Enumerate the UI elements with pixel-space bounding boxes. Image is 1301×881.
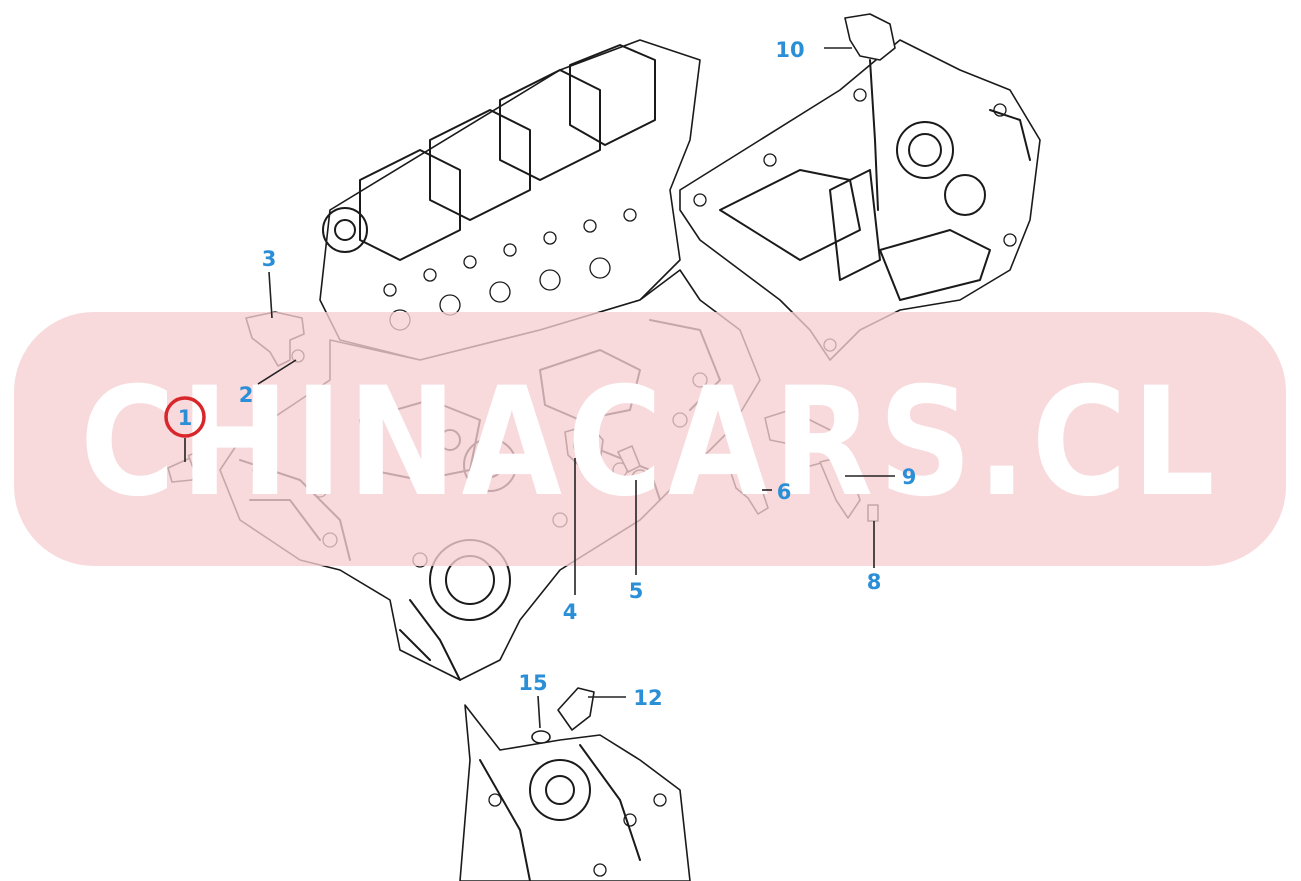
label-part-3[interactable]: 3 xyxy=(262,247,277,271)
intake-manifold-drawing xyxy=(679,39,1041,361)
part-12-sensor[interactable] xyxy=(557,687,595,731)
label-part-8[interactable]: 8 xyxy=(867,570,882,594)
watermark-band xyxy=(14,312,1286,566)
watermark: CHINACARS.CL xyxy=(14,312,1286,566)
part-labels: 1 2 3 4 5 6 8 9 10 12 15 xyxy=(178,38,917,710)
highlight-circle-part-1 xyxy=(164,396,206,438)
timing-cover-drawing xyxy=(459,704,691,881)
leader-lines xyxy=(184,47,895,729)
label-part-12[interactable]: 12 xyxy=(633,686,662,710)
label-part-1[interactable]: 1 xyxy=(178,406,193,430)
label-part-5[interactable]: 5 xyxy=(629,579,644,603)
part-15-washer[interactable] xyxy=(531,730,551,744)
watermark-text: CHINACARS.CL xyxy=(80,356,1220,530)
label-part-10[interactable]: 10 xyxy=(775,38,804,62)
label-part-2[interactable]: 2 xyxy=(239,383,254,407)
part-10-sensor[interactable] xyxy=(844,13,896,211)
label-part-4[interactable]: 4 xyxy=(563,600,578,624)
label-part-9[interactable]: 9 xyxy=(902,465,917,489)
label-part-15[interactable]: 15 xyxy=(518,671,547,695)
label-part-6[interactable]: 6 xyxy=(777,480,792,504)
